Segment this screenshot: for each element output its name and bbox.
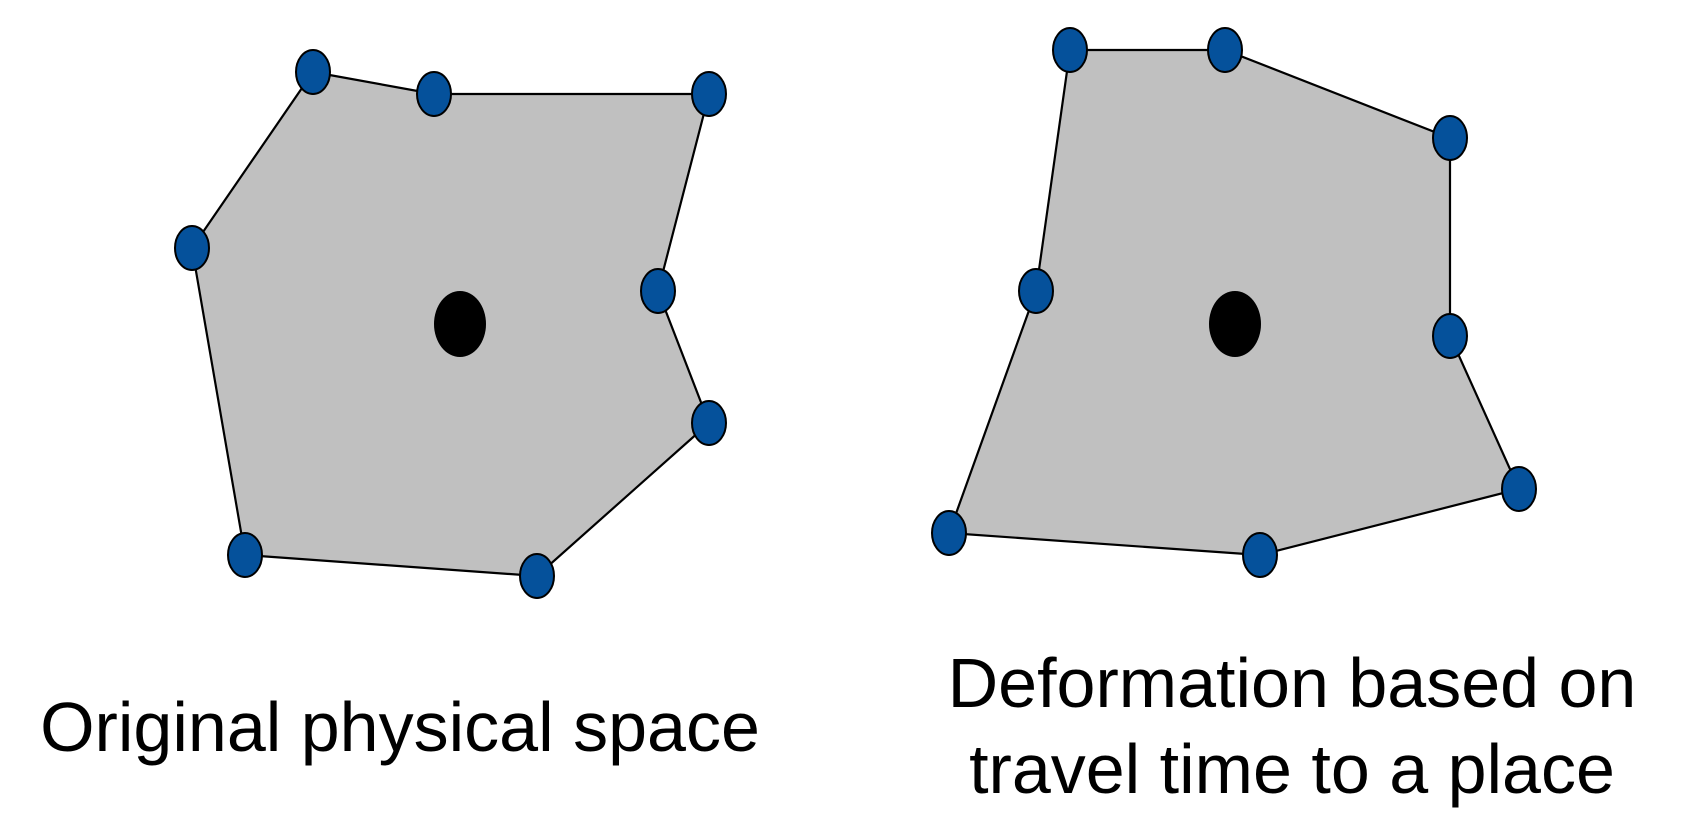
- deformed-space-figure: [931, 27, 1537, 578]
- deformation-caption: Deformation based on travel time to a pl…: [900, 640, 1684, 812]
- deformed-vertex: [1432, 313, 1468, 359]
- deformed-center-point: [1209, 291, 1261, 357]
- original-vertex: [519, 553, 555, 599]
- deformed-vertex: [931, 510, 967, 556]
- deformed-vertex: [1432, 115, 1468, 161]
- original-vertex: [416, 71, 452, 117]
- original-vertex: [295, 49, 331, 95]
- deformed-vertices: [931, 27, 1537, 578]
- deformed-vertex: [1501, 466, 1537, 512]
- original-vertex: [640, 268, 676, 314]
- original-vertex: [691, 400, 727, 446]
- original-space-caption: Original physical space: [0, 684, 800, 770]
- original-space-figure: [174, 49, 727, 599]
- deformation-caption-line1: Deformation based on: [947, 644, 1637, 722]
- original-vertex: [227, 532, 263, 578]
- original-vertex: [174, 225, 210, 271]
- original-space-caption-text: Original physical space: [40, 688, 760, 766]
- deformation-caption-line2: travel time to a place: [969, 730, 1615, 808]
- original-center-point: [434, 291, 486, 357]
- deformed-vertex: [1207, 27, 1243, 73]
- deformed-vertex: [1242, 532, 1278, 578]
- original-vertices: [174, 49, 727, 599]
- deformed-vertex: [1052, 27, 1088, 73]
- original-vertex: [691, 71, 727, 117]
- deformed-vertex: [1018, 268, 1054, 314]
